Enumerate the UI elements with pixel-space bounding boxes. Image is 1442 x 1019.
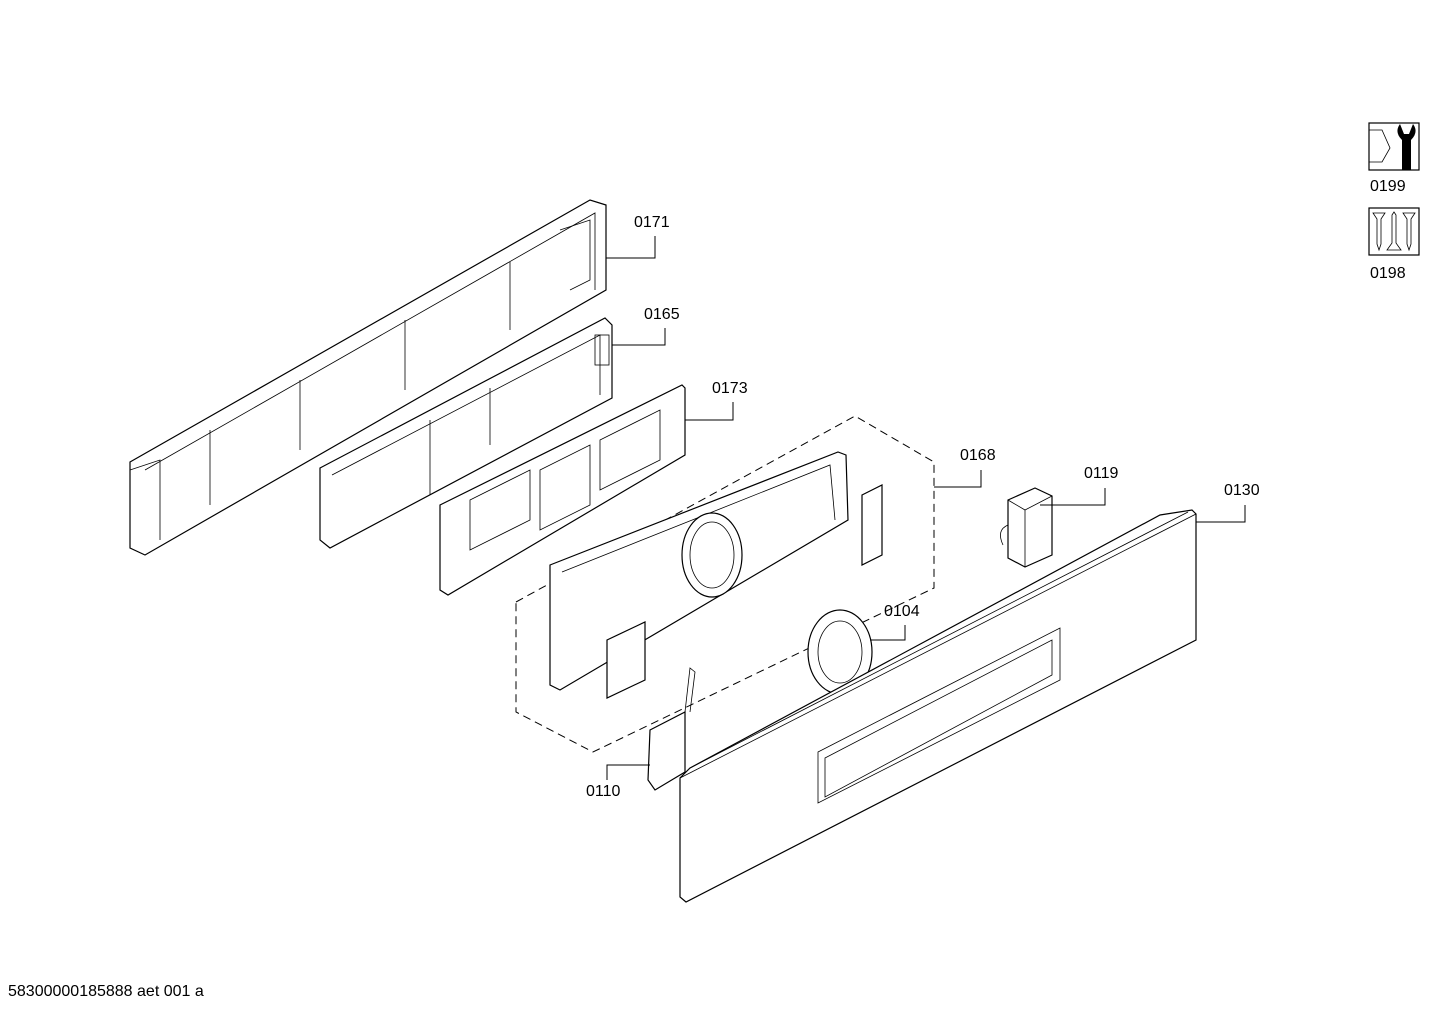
part-0130-front-panel[interactable] xyxy=(679,509,1197,903)
part-0173-pcb[interactable] xyxy=(439,384,686,596)
part-0171-frame[interactable] xyxy=(129,199,607,556)
callout-0130[interactable]: 0130 xyxy=(1224,482,1260,499)
callout-0119[interactable]: 0119 xyxy=(1084,465,1119,482)
part-0110-bracket[interactable] xyxy=(647,667,696,791)
legend-label-0199[interactable]: 0199 xyxy=(1370,178,1406,195)
part-0165-carrier[interactable] xyxy=(319,317,613,549)
callout-0173[interactable]: 0173 xyxy=(712,380,748,397)
part-0168-frame[interactable] xyxy=(549,451,883,699)
nut-wrench-icon xyxy=(1368,122,1420,171)
part-0119-module[interactable] xyxy=(1000,487,1053,568)
callout-0110[interactable]: 0110 xyxy=(586,783,621,800)
assembly-0168-outline xyxy=(515,415,935,753)
legend-label-0198[interactable]: 0198 xyxy=(1370,265,1406,282)
drawing-id-footer: 58300000185888 aet 001 a xyxy=(8,983,204,1000)
callout-0171[interactable]: 0171 xyxy=(634,214,670,231)
leader-lines xyxy=(606,236,1246,780)
screws-icon xyxy=(1368,207,1420,256)
callout-0165[interactable]: 0165 xyxy=(644,306,680,323)
callout-0104[interactable]: 0104 xyxy=(884,603,920,620)
callout-0168[interactable]: 0168 xyxy=(960,447,996,464)
